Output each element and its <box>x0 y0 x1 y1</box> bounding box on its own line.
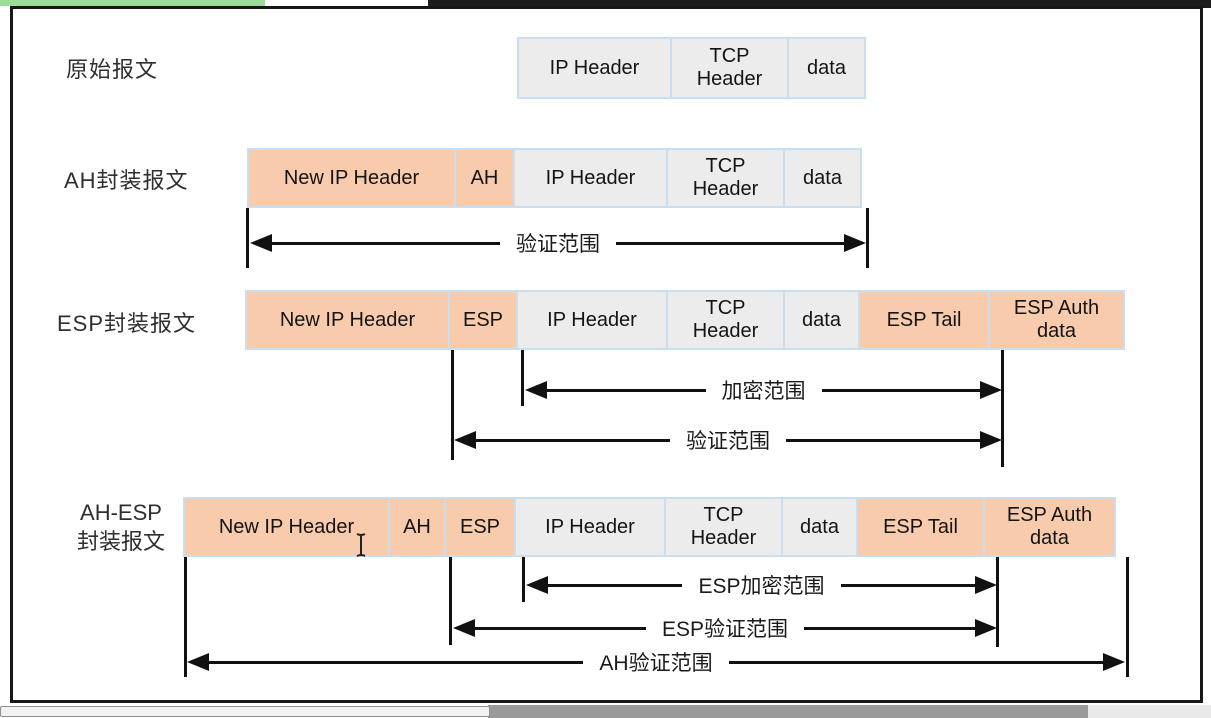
packet-row-ah: New IP Header AH IP Header TCP Header da… <box>247 148 862 208</box>
range-esp2-encrypt-scope: ESP加密范围 <box>526 570 997 600</box>
range-esp2-auth-scope: ESP验证范围 <box>453 613 997 643</box>
tick-esp2-encrypt-left <box>522 557 525 602</box>
cell-new-ip-header: New IP Header <box>245 290 450 350</box>
range-ah-auth-scope: 验证范围 <box>250 228 866 258</box>
range-label: 验证范围 <box>686 430 770 453</box>
arrowhead-right-icon <box>975 576 997 594</box>
cell-esp-tail: ESP Tail <box>856 497 985 557</box>
arrowhead-right-icon <box>980 431 1002 449</box>
arrowhead-left-icon <box>250 234 272 252</box>
tick-esp-encrypt-left <box>521 350 524 406</box>
cell-new-ip-header: New IP Header <box>247 148 456 208</box>
packet-row-original: IP Header TCP Header data <box>517 37 866 99</box>
range-label: 验证范围 <box>516 233 600 256</box>
range-ah2-auth-scope: AH验证范围 <box>187 647 1125 677</box>
row-label-ah-esp-packet: AH-ESP 封装报文 <box>76 500 165 555</box>
cell-ip-header: IP Header <box>516 290 668 350</box>
row-label-esp-packet: ESP封装报文 <box>57 311 197 336</box>
arrowhead-left-icon <box>525 381 547 399</box>
cell-esp-tail: ESP Tail <box>858 290 990 350</box>
arrowhead-right-icon <box>975 619 997 637</box>
tick-ah2-auth-right <box>1126 557 1129 677</box>
tick-esp-auth-left <box>451 350 454 460</box>
bottom-window-edge <box>488 705 1211 718</box>
cell-tcp-header: TCP Header <box>664 497 783 557</box>
cell-tcp-header: TCP Header <box>666 148 785 208</box>
cell-esp: ESP <box>448 290 518 350</box>
cell-ip-header: IP Header <box>517 37 672 99</box>
arrowhead-left-icon <box>526 576 548 594</box>
range-esp-auth-scope: 验证范围 <box>454 425 1002 455</box>
tick-esp2-right <box>996 557 999 647</box>
cell-ip-header: IP Header <box>514 497 666 557</box>
cell-esp-auth-data: ESP Auth data <box>983 497 1116 557</box>
tick-esp-right <box>1001 350 1004 467</box>
arrowhead-right-icon <box>844 234 866 252</box>
row-label-original-packet: 原始报文 <box>66 57 159 82</box>
cell-data: data <box>781 497 858 557</box>
cell-esp: ESP <box>444 497 516 557</box>
range-label: ESP加密范围 <box>698 575 825 598</box>
text-cursor-ibeam-icon <box>356 533 366 557</box>
cell-data: data <box>783 290 860 350</box>
arrowhead-right-icon <box>980 381 1002 399</box>
tick-esp2-auth-left <box>449 557 452 645</box>
bottom-edge-light-segment <box>1088 705 1211 718</box>
arrowhead-right-icon <box>1103 653 1125 671</box>
packet-row-esp: New IP Header ESP IP Header TCP Header d… <box>245 290 1125 350</box>
cell-esp-auth-data: ESP Auth data <box>988 290 1125 350</box>
arrowhead-left-icon <box>454 431 476 449</box>
cell-data: data <box>787 37 866 99</box>
packet-row-ah-esp: New IP Header AH ESP IP Header TCP Heade… <box>183 497 1116 557</box>
cell-ip-header: IP Header <box>513 148 668 208</box>
cell-new-ip-header: New IP Header <box>183 497 390 557</box>
cell-ah: AH <box>454 148 515 208</box>
arrowhead-left-icon <box>187 653 209 671</box>
range-esp-encrypt-scope: 加密范围 <box>525 375 1002 405</box>
cell-ah: AH <box>388 497 446 557</box>
cell-tcp-header: TCP Header <box>666 290 785 350</box>
cell-tcp-header: TCP Header <box>670 37 789 99</box>
top-dark-strip <box>428 0 1211 8</box>
diagram-border-frame <box>10 6 1203 703</box>
top-green-strip <box>0 0 265 6</box>
range-label: ESP验证范围 <box>661 618 789 641</box>
tick-ah2-auth-left <box>184 557 187 677</box>
tick-ah-auth-right <box>866 208 869 268</box>
row-label-ah-packet: AH封装报文 <box>64 168 189 193</box>
range-label: 加密范围 <box>721 380 806 403</box>
tick-ah-auth-left <box>246 208 249 268</box>
cell-data: data <box>783 148 862 208</box>
range-label: AH验证范围 <box>599 652 713 675</box>
arrowhead-left-icon <box>453 619 475 637</box>
bottom-scrollbar-thumb[interactable] <box>0 706 490 717</box>
